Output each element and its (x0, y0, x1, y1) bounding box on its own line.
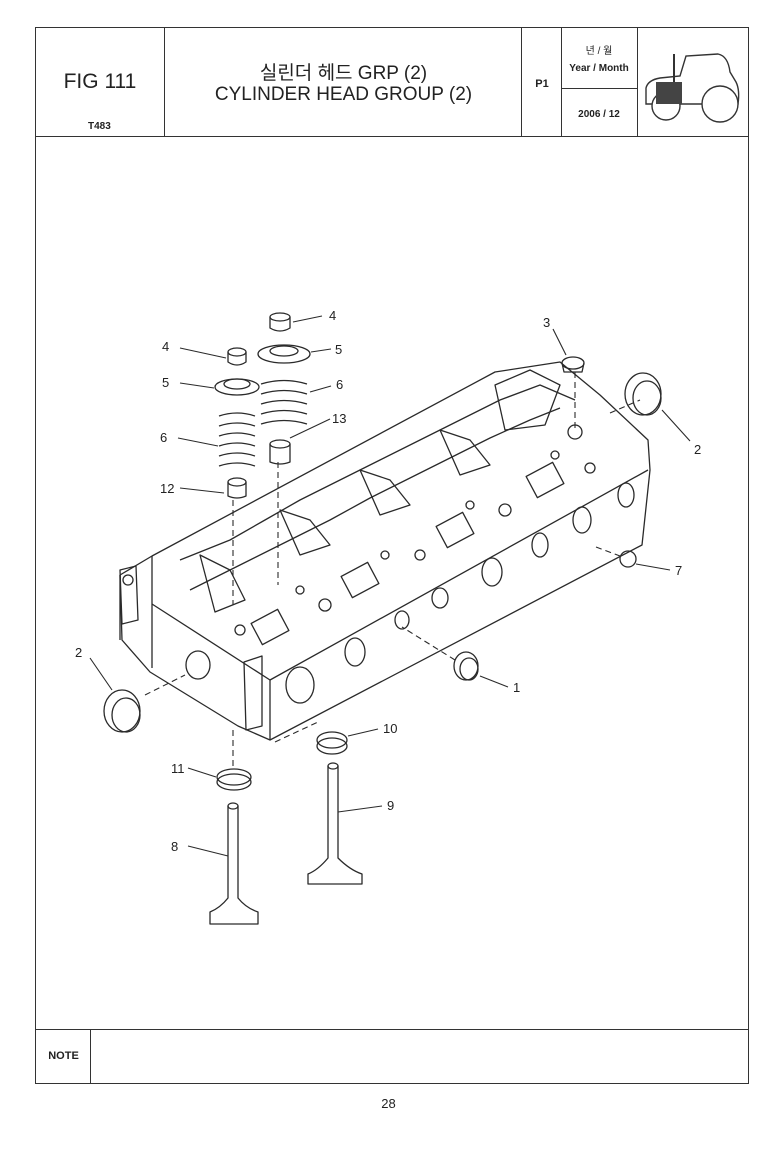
year-month-value: 2006 / 12 (578, 109, 620, 120)
callout-5: 5 (335, 342, 342, 357)
callout-2: 2 (694, 442, 701, 457)
callout-3: 3 (543, 315, 550, 330)
model-code: T483 (88, 121, 111, 132)
callout-5: 5 (162, 375, 169, 390)
callout-8: 8 (171, 839, 178, 854)
tractor-icon (645, 53, 740, 123)
header-separator (637, 28, 639, 136)
note-label: NOTE (48, 1050, 79, 1062)
title-korean: 실린더 헤드 GRP (2) (259, 63, 428, 84)
title-english: CYLINDER HEAD GROUP (2) (214, 84, 473, 105)
note-separator (90, 1029, 92, 1083)
year-month-label: Year / Month (569, 63, 629, 74)
callout-4: 4 (329, 308, 336, 323)
callout-13: 13 (332, 411, 346, 426)
page-number: 28 (381, 1096, 396, 1111)
cylinder-head-block (119, 361, 651, 741)
callout-6: 6 (160, 430, 167, 445)
callout-9: 9 (387, 798, 394, 813)
figure-number: FIG 111 (63, 70, 137, 93)
callout-7: 7 (675, 563, 682, 578)
callout-10: 10 (383, 721, 397, 736)
callout-11: 11 (171, 761, 185, 776)
callout-1: 1 (513, 680, 520, 695)
header-separator (561, 28, 563, 136)
year-month-divider (561, 88, 637, 90)
year-month-korean: 년 / 월 (585, 46, 613, 57)
callout-12: 12 (160, 481, 174, 496)
header-separator (164, 28, 166, 136)
callout-4: 4 (162, 339, 169, 354)
page-code: P1 (535, 78, 549, 90)
header-divider (36, 136, 748, 138)
header-separator (521, 28, 523, 136)
page-frame: FIG 111 T483 실린더 헤드 GRP (2) CYLINDER HEA… (35, 27, 749, 1084)
callout-2: 2 (75, 645, 82, 660)
callout-6: 6 (336, 377, 343, 392)
note-divider (36, 1029, 748, 1031)
